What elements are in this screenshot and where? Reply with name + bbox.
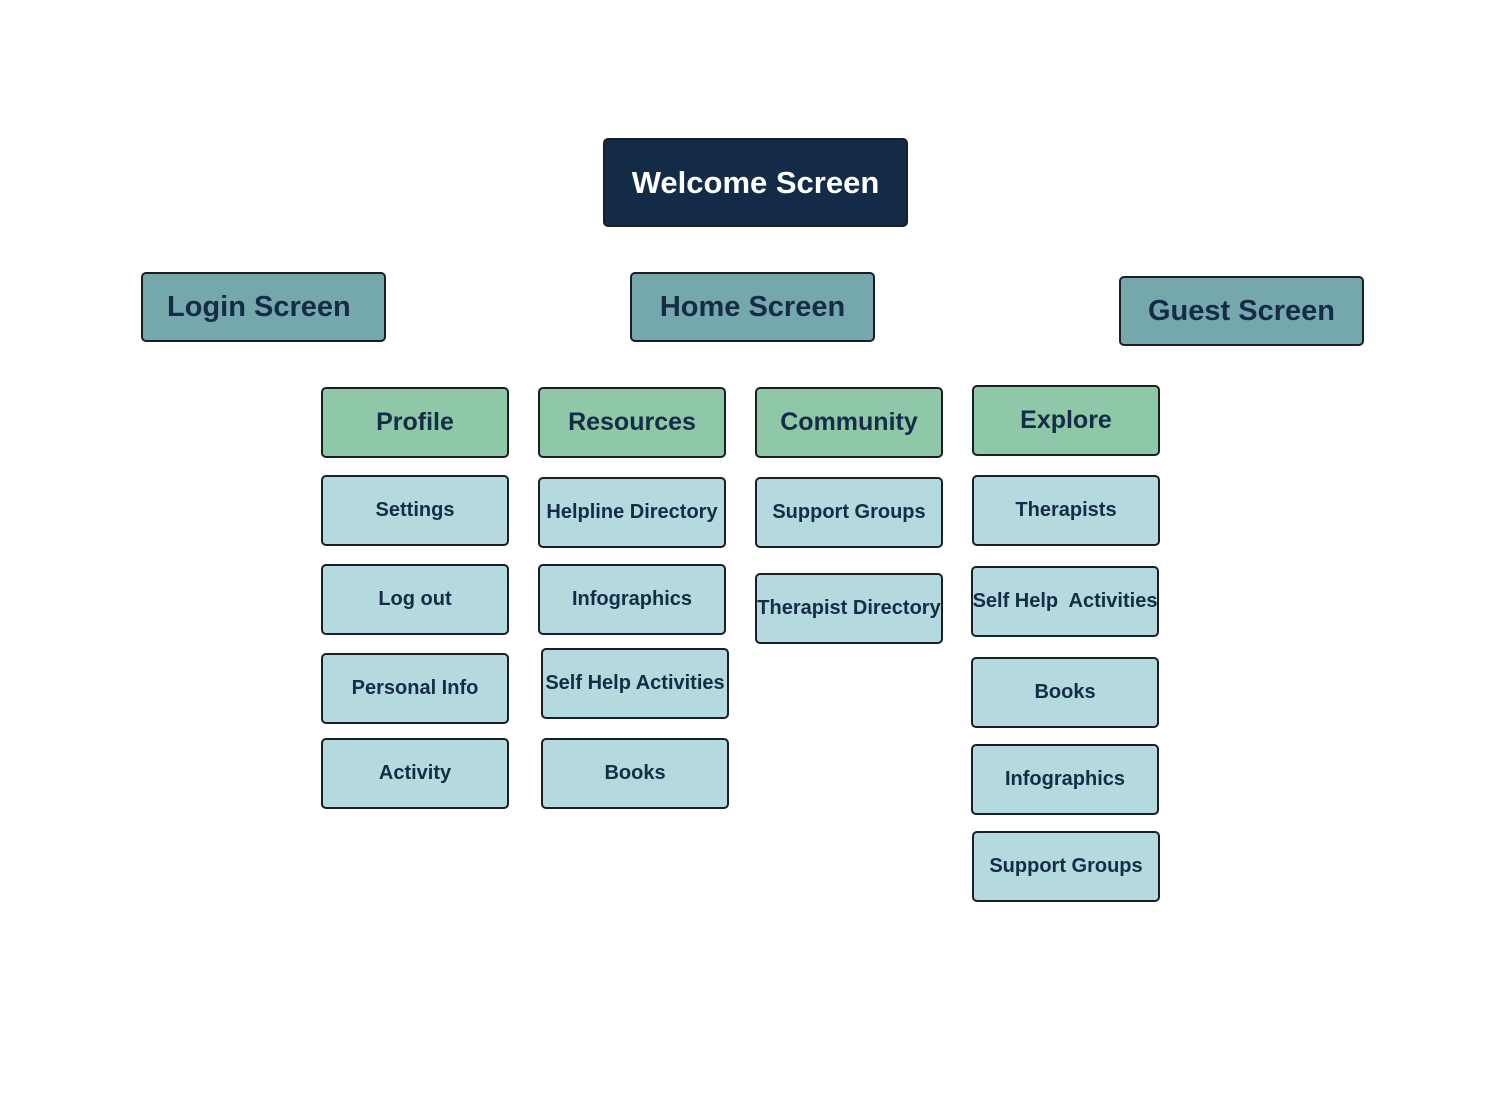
explore-category-node: Explore — [972, 385, 1160, 456]
profile-item-settings: Settings — [321, 475, 509, 546]
profile-item-activity: Activity — [321, 738, 509, 809]
home-screen-node: Home Screen — [630, 272, 875, 342]
resources-item-books: Books — [541, 738, 729, 809]
profile-item-log-out: Log out — [321, 564, 509, 635]
community-item-therapist-directory: Therapist Directory — [755, 573, 943, 644]
resources-item-helpline-directory: Helpline Directory — [538, 477, 726, 548]
resources-item-self-help-activities: Self Help Activities — [541, 648, 729, 719]
profile-item-personal-info: Personal Info — [321, 653, 509, 724]
explore-item-therapists: Therapists — [972, 475, 1160, 546]
community-item-support-groups: Support Groups — [755, 477, 943, 548]
community-category-node: Community — [755, 387, 943, 458]
guest-screen-node: Guest Screen — [1119, 276, 1364, 346]
explore-item-books: Books — [971, 657, 1159, 728]
explore-item-support-groups: Support Groups — [972, 831, 1160, 902]
resources-item-infographics: Infographics — [538, 564, 726, 635]
welcome-screen-node: Welcome Screen — [603, 138, 908, 227]
explore-item-self-help-activities: Self Help Activities — [971, 566, 1159, 637]
profile-category-node: Profile — [321, 387, 509, 458]
explore-item-infographics: Infographics — [971, 744, 1159, 815]
resources-category-node: Resources — [538, 387, 726, 458]
login-screen-node: Login Screen — [141, 272, 386, 342]
